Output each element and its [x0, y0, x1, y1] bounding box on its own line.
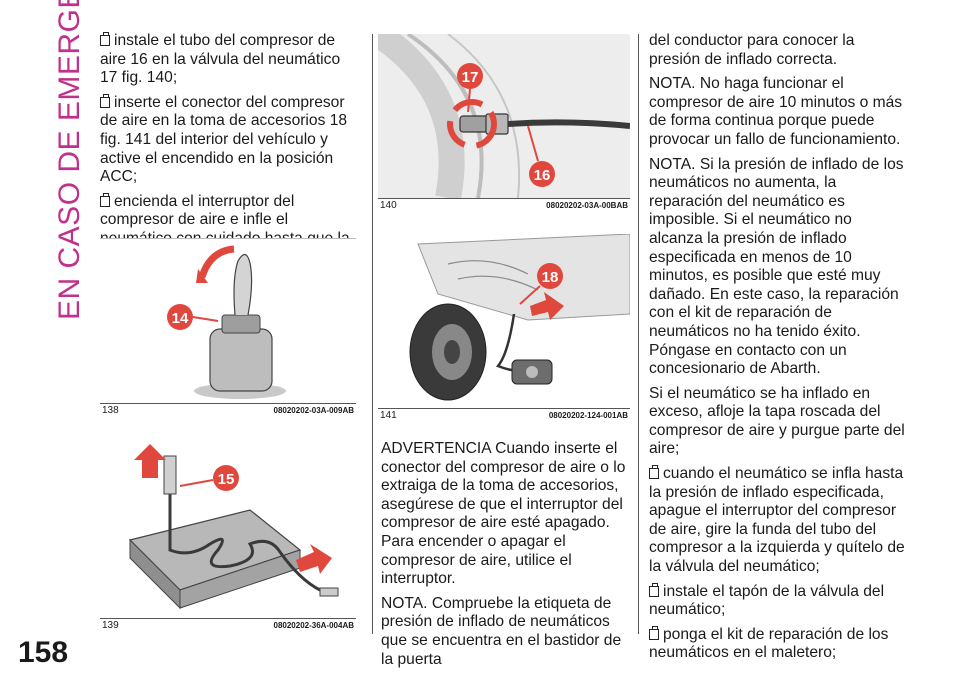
column-right: del conductor para conocer la presión de… [649, 32, 909, 669]
note-paragraph: NOTA. No haga funcionar el compresor de … [649, 75, 903, 148]
bullet-item: cuando el neumático se infla hasta la pr… [649, 465, 905, 576]
column-middle: ADVERTENCIA Cuando inserte el conector d… [381, 440, 631, 675]
figure-number: 138 [102, 405, 119, 416]
figure-label: 14 [172, 310, 189, 327]
figure-label: 16 [534, 167, 551, 184]
figure-139: 15 139 08020202-36A-004AB [100, 440, 356, 631]
bullet-icon [100, 32, 110, 46]
column-left: instale el tubo del compresor de aire 16… [100, 32, 358, 292]
figure-code: 08020202-03A-009AB [273, 406, 355, 415]
figure-138: 14 138 08020202-03A-009AB [100, 238, 356, 416]
figure-caption: 140 08020202-03A-00BAB [378, 200, 630, 215]
compressor-hose-illustration: 15 [128, 444, 339, 610]
figure-label: 18 [542, 269, 559, 286]
bullet-icon [649, 625, 659, 640]
figure-caption: 141 08020202-124-001AB [378, 410, 630, 425]
figure-141: 18 141 08020202-124-001AB [378, 234, 630, 421]
figure-code: 08020202-36A-004AB [273, 621, 355, 630]
bullet-item: inserte el conector del compresor de air… [100, 93, 348, 186]
note-paragraph: NOTA. Compruebe la etiqueta de presión d… [381, 594, 622, 668]
figure-number: 140 [380, 200, 397, 211]
bullet-item: instale el tapón de la válvula del neumá… [649, 582, 885, 619]
bullet-item: ponga el kit de reparación de los neumát… [649, 625, 889, 662]
figure-code: 08020202-03A-00BAB [546, 201, 628, 210]
sealant-bottle-illustration: 14 [167, 245, 286, 399]
column-divider [638, 34, 639, 634]
figure-code: 08020202-124-001AB [548, 411, 628, 420]
figure-number: 139 [102, 620, 119, 631]
figure-caption: 139 08020202-36A-004AB [100, 620, 356, 635]
note-paragraph: NOTA. Si la presión de inflado de los ne… [649, 155, 904, 378]
bullet-item: instale el tubo del compresor de aire 16… [100, 32, 341, 87]
valve-hose-illustration: 17 16 [378, 34, 630, 198]
figure-caption: 138 08020202-03A-009AB [100, 405, 356, 420]
bullet-icon [100, 93, 110, 108]
accessory-socket-illustration: 18 [409, 234, 630, 401]
column-divider [372, 34, 373, 634]
bullet-icon [649, 465, 659, 480]
bullet-icon [649, 582, 659, 597]
body-paragraph: del conductor para conocer la presión de… [649, 32, 855, 68]
section-title-vertical: EN CASO DE EMERGENCIA [53, 0, 86, 320]
warning-paragraph: ADVERTENCIA Cuando inserte el conector d… [381, 440, 626, 588]
figure-140: 17 16 140 08020202-03A-00BAB [378, 34, 630, 211]
page-number: 158 [18, 636, 69, 669]
bullet-icon [100, 192, 110, 207]
figure-label: 17 [462, 69, 479, 86]
body-paragraph: Si el neumático se ha inflado en exceso,… [649, 384, 905, 458]
figure-label: 15 [218, 471, 235, 488]
figure-number: 141 [380, 410, 397, 421]
